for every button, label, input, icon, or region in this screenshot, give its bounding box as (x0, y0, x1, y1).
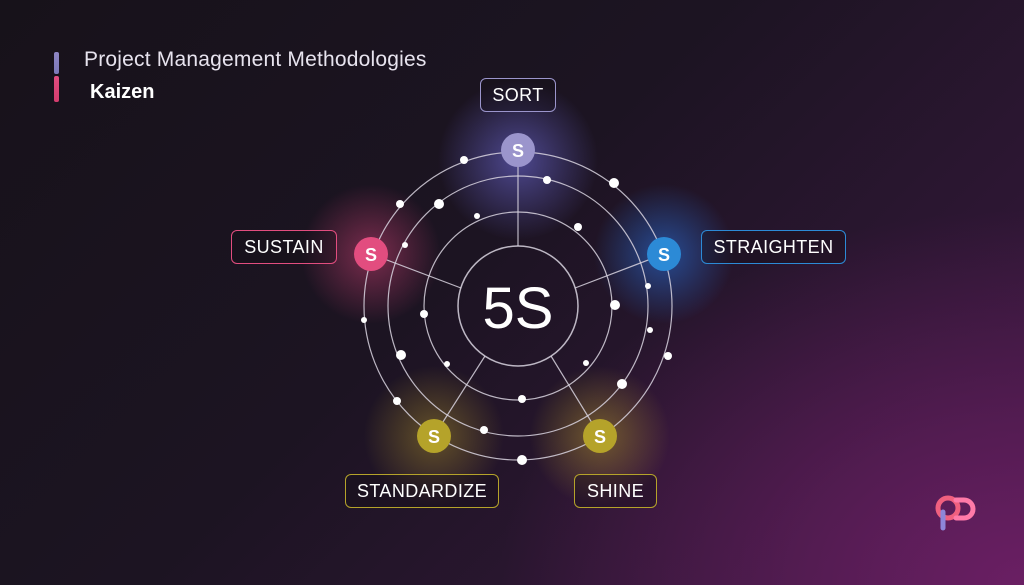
ring-dot (609, 178, 619, 188)
ring-dot (617, 379, 627, 389)
standardize-node-circle (417, 419, 451, 453)
header-accent-bar-bottom (54, 76, 59, 102)
label-shine: SHINE (574, 474, 657, 508)
ring-dot (664, 352, 672, 360)
ring-dot (518, 395, 526, 403)
shine-node-glyph: S (594, 427, 606, 447)
ring-dot (393, 397, 401, 405)
standardize-node-glyph: S (428, 427, 440, 447)
node-straighten: S (647, 237, 681, 271)
ring-dot (420, 310, 428, 318)
label-standardize: STANDARDIZE (345, 474, 499, 508)
label-sustain: SUSTAIN (231, 230, 337, 264)
sort-node-circle (501, 133, 535, 167)
label-straighten: STRAIGHTEN (701, 230, 846, 264)
ring-dot (396, 350, 406, 360)
node-standardize: S (417, 419, 451, 453)
ring-dot (474, 213, 480, 219)
ring-dot (444, 361, 450, 367)
label-sort: SORT (480, 78, 556, 112)
straighten-node-circle (647, 237, 681, 271)
brand-logo-icon (935, 495, 976, 531)
sustain-node-circle (354, 237, 388, 271)
ring-dot (361, 317, 367, 323)
ring-dot (434, 199, 444, 209)
ring-dot (574, 223, 582, 231)
header-accent-bar-top (54, 52, 59, 74)
ring-dot (610, 300, 620, 310)
node-sort: S (501, 133, 535, 167)
ring-dot (645, 283, 651, 289)
ring-dot (460, 156, 468, 164)
ring-dot (583, 360, 589, 366)
shine-node-circle (583, 419, 617, 453)
straighten-node-glyph: S (658, 245, 670, 265)
ring-dot (402, 242, 408, 248)
ring-dot (647, 327, 653, 333)
sort-node-glyph: S (512, 141, 524, 161)
series-title: Project Management Methodologies (84, 48, 427, 71)
ring-dot (396, 200, 404, 208)
sustain-node-glyph: S (365, 245, 377, 265)
ring-dot (480, 426, 488, 434)
ring-dot (543, 176, 551, 184)
node-sustain: S (354, 237, 388, 271)
topic-title: Kaizen (90, 81, 155, 103)
ring-dot (517, 455, 527, 465)
node-shine: S (583, 419, 617, 453)
center-label: 5S (483, 276, 554, 341)
